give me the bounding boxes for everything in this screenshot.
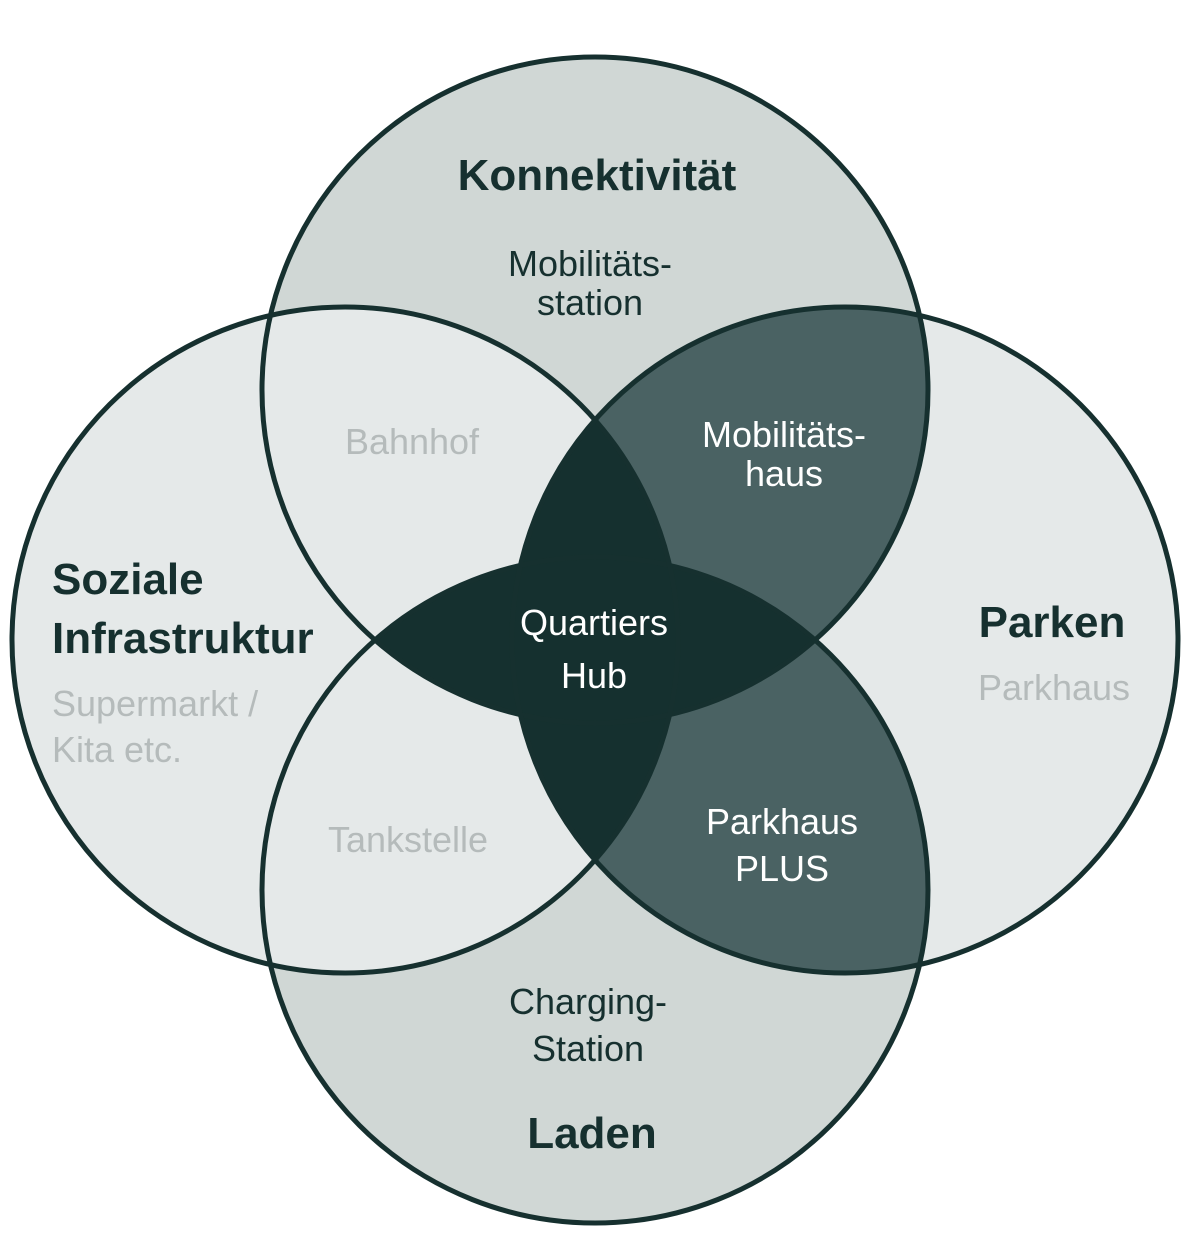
label-parkhaus: Parkhaus xyxy=(978,667,1130,708)
label-bahnhof: Bahnhof xyxy=(345,421,480,462)
label-mobilitaetsstation-2: station xyxy=(537,282,643,323)
label-supermarkt: Supermarkt / xyxy=(52,683,258,724)
label-tankstelle: Tankstelle xyxy=(328,819,488,860)
label-soziale: Soziale xyxy=(52,555,204,604)
label-mobilitaetshaus-1: Mobilitäts- xyxy=(702,414,866,455)
outline-top xyxy=(259,54,931,726)
label-kita: Kita etc. xyxy=(52,729,182,770)
label-charging-2: Station xyxy=(532,1028,644,1069)
outline-left xyxy=(9,304,681,976)
label-quartiers: Quartiers xyxy=(520,602,668,643)
label-hub: Hub xyxy=(561,655,627,696)
label-mobilitaetsstation-1: Mobilitäts- xyxy=(508,243,672,284)
label-parken: Parken xyxy=(979,598,1126,647)
label-mobilitaetshaus-2: haus xyxy=(745,453,823,494)
label-charging-1: Charging- xyxy=(509,981,667,1022)
outline-bottom xyxy=(259,554,931,1226)
label-parkhaus-plus-1: Parkhaus xyxy=(706,801,858,842)
label-laden: Laden xyxy=(527,1109,657,1158)
label-infrastruktur: Infrastruktur xyxy=(52,614,314,663)
label-parkhaus-plus-2: PLUS xyxy=(735,848,829,889)
label-konnektivitaet: Konnektivität xyxy=(458,151,737,200)
outline-right xyxy=(509,304,1181,976)
